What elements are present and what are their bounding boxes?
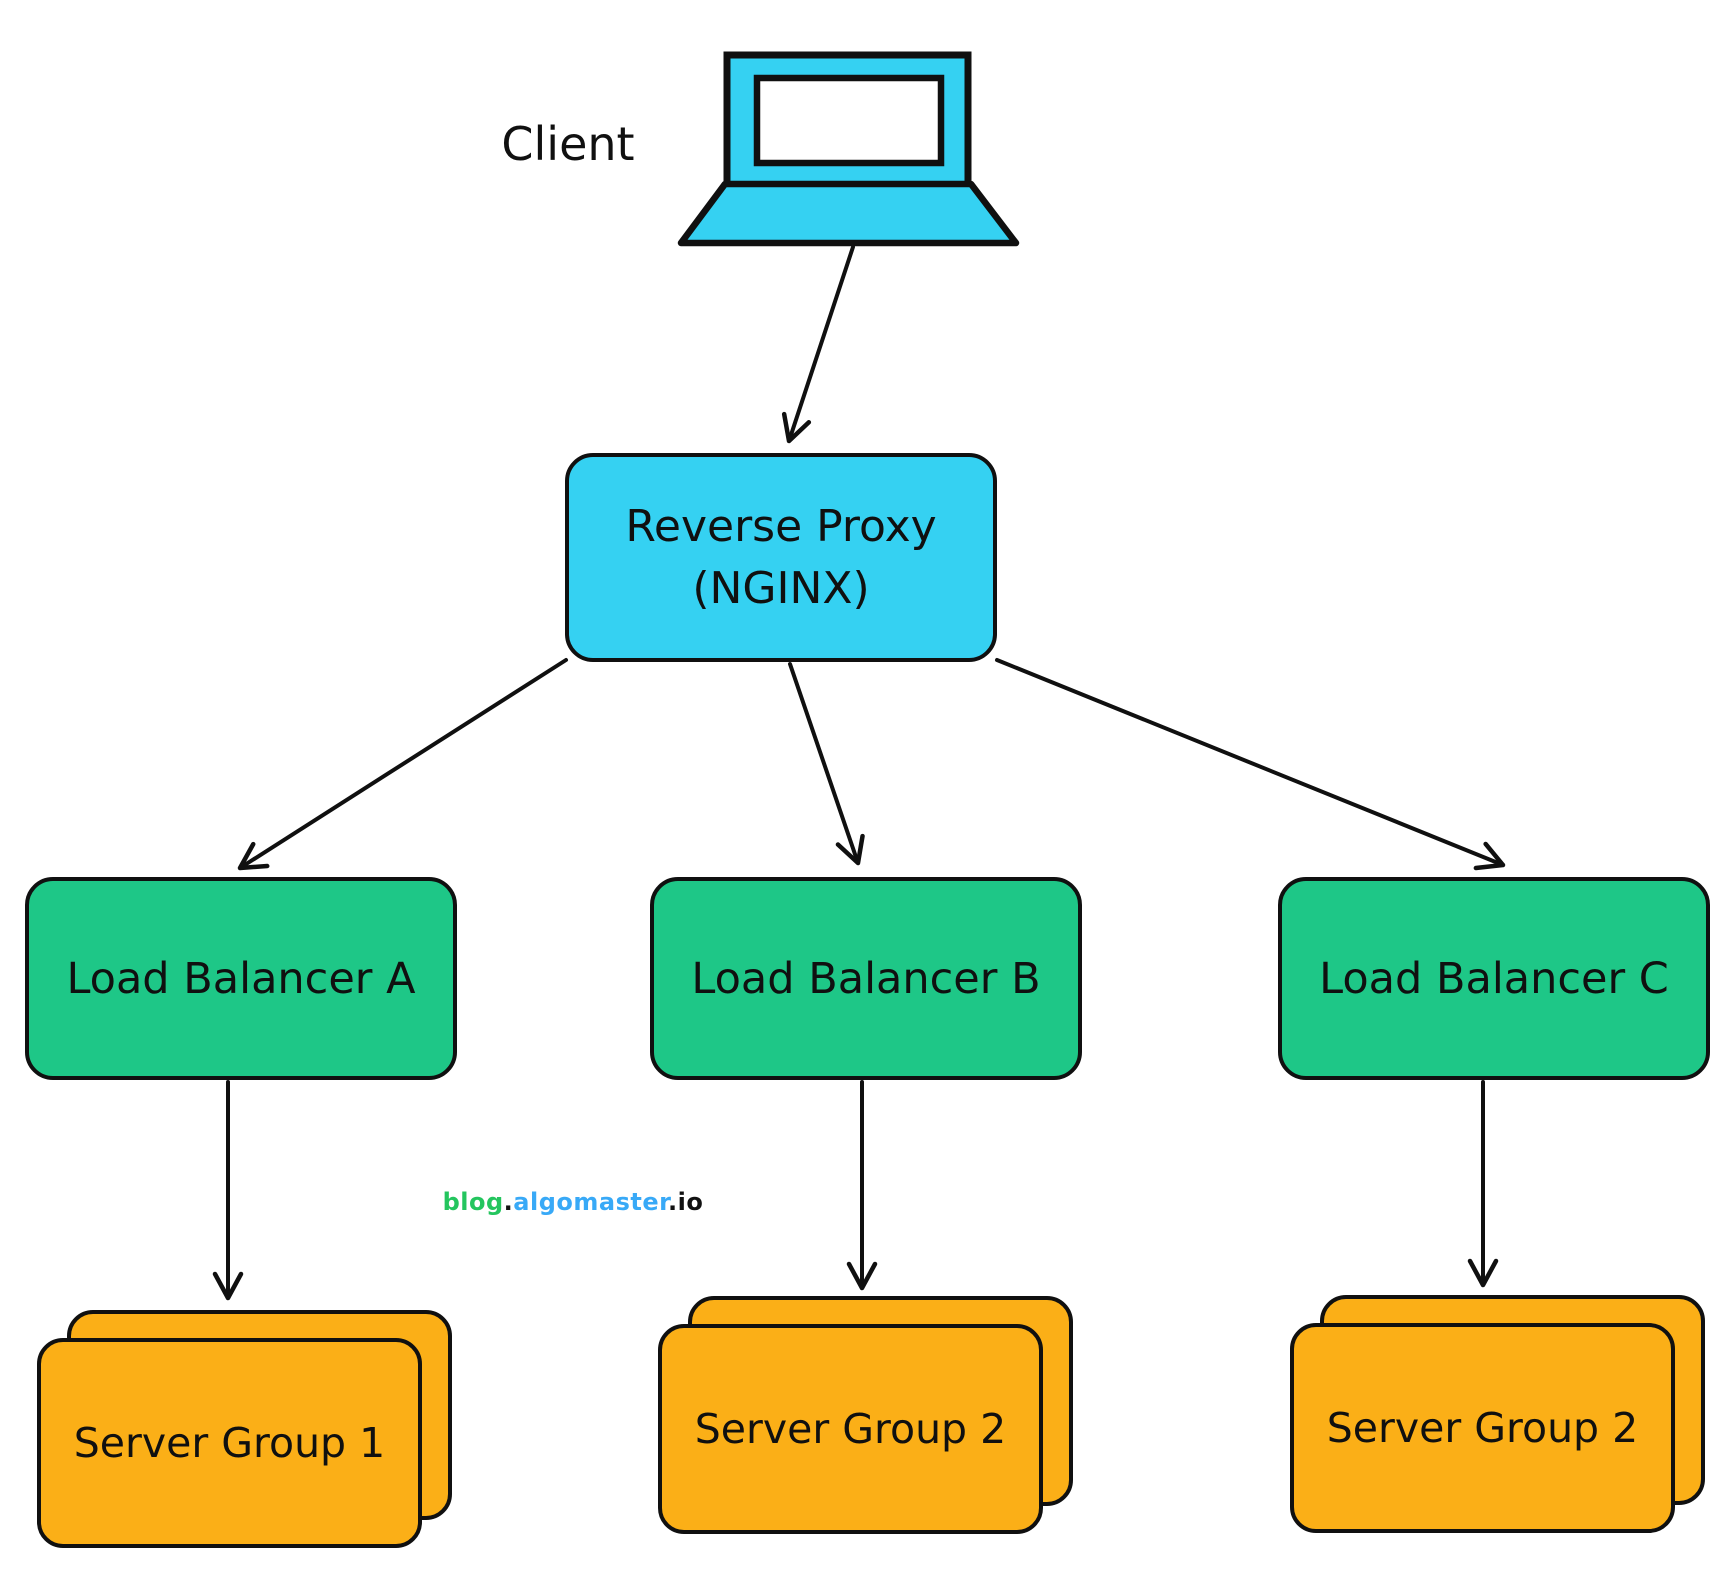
arrow-proxy-to-lb-a	[237, 658, 568, 871]
server-group-2-card: Server Group 2	[658, 1324, 1043, 1534]
arrow-client-to-proxy	[781, 245, 855, 444]
client-label: Client	[501, 117, 635, 171]
arrow-proxy-to-lb-c	[995, 658, 1506, 871]
server-group-1-label: Server Group 1	[73, 1419, 386, 1467]
watermark-algomaster: algomaster	[513, 1188, 669, 1216]
load-balancer-b-node: Load Balancer B	[650, 877, 1082, 1080]
laptop-display	[753, 74, 945, 167]
watermark-blog: blog	[442, 1188, 504, 1216]
reverse-proxy-node: Reverse Proxy (NGINX)	[565, 453, 997, 662]
watermark-dot-2: .	[668, 1188, 678, 1216]
load-balancer-c-node: Load Balancer C	[1278, 877, 1710, 1080]
watermark-dot-1: .	[503, 1188, 514, 1216]
load-balancer-a-label: Load Balancer A	[66, 953, 416, 1004]
server-group-3-label: Server Group 2	[1326, 1404, 1639, 1452]
server-group-1-card: Server Group 1	[37, 1338, 422, 1548]
arrow-proxy-to-lb-b	[788, 662, 865, 866]
server-group-3-card: Server Group 2	[1290, 1323, 1675, 1533]
reverse-proxy-subtitle: (NGINX)	[692, 562, 870, 614]
reverse-proxy-title: Reverse Proxy	[625, 500, 937, 552]
server-group-2-label: Server Group 2	[694, 1405, 1007, 1453]
watermark: blog.algomaster.io	[423, 1188, 723, 1216]
load-balancer-b-label: Load Balancer B	[691, 953, 1041, 1004]
laptop-base	[677, 180, 1020, 247]
watermark-io: io	[677, 1188, 704, 1216]
load-balancer-a-node: Load Balancer A	[25, 877, 457, 1080]
laptop-icon	[677, 51, 1020, 247]
load-balancer-c-label: Load Balancer C	[1319, 953, 1669, 1004]
